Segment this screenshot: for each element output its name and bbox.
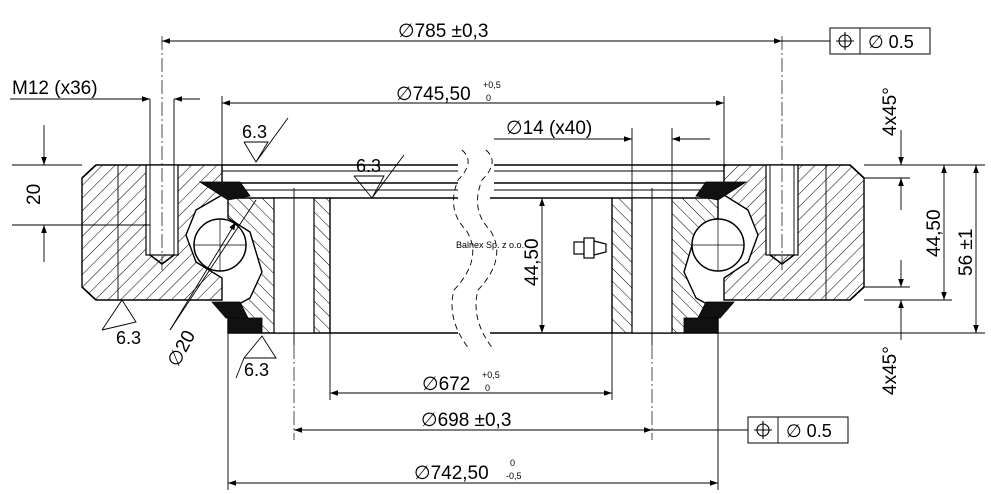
roughness-symbols [101,117,405,379]
dim-hole: ∅14 (x40) [506,118,592,139]
tolerance-zone-top: ∅ 0.5 [868,32,914,52]
roughness-labels: 6.3 6.3 6.3 6.3 [116,122,381,380]
dim-chamfer-bottom: 4x45° [880,346,901,395]
dim-bore: ∅672 [422,374,470,395]
bearing-body [222,149,724,351]
dim-bore-tol-upper: +0,5 [482,370,500,380]
dim-inner-race: ∅745,50 [396,84,471,105]
seals [198,181,748,334]
roughness-top-left: 6.3 [242,122,267,142]
dimension-labels: ∅785 ±0,3 ∅745,50 +0,5 0 M12 (x36) ∅14 (… [12,21,977,484]
roughness-top-center: 6.3 [356,156,381,176]
dim-ball-diameter: ∅20 [164,327,200,370]
tolerance-frame-bottom: ∅ 0.5 [747,416,849,444]
center-lines [161,36,783,440]
right-outer-ring [723,164,865,301]
dim-thread: M12 (x36) [12,78,98,99]
dim-inner-ring-od-tol-upper: 0 [510,458,515,468]
roughness-bottom-center: 6.3 [244,360,269,380]
dimension-lines [10,38,985,490]
position-icon [836,32,854,50]
dim-inner-race-tol-lower: 0 [486,93,491,103]
dim-bore-tol-lower: 0 [485,383,490,393]
tolerance-zone-bottom: ∅ 0.5 [786,421,832,441]
right-inner-ring [611,188,719,345]
dim-total-height: 56 ±1 [956,229,977,276]
watermark: Balnex Sp. z o.o. [456,240,524,250]
dim-inner-height-center: 44,50 [522,238,543,286]
roughness-bottom-left: 6.3 [116,328,141,348]
dim-inner-race-tol-upper: +0,5 [483,80,501,90]
dim-chamfer-top: 4x45° [880,87,901,136]
grease-nipple-icon [573,237,607,259]
dim-inner-ring-od-tol-lower: -0,5 [506,471,522,481]
tolerance-frame-top: ∅ 0.5 [782,27,931,55]
balls [169,199,745,331]
dim-inner-ring-od: ∅742,50 [414,463,489,484]
dim-outer-height: 20 [24,184,45,205]
position-icon [754,421,772,439]
dim-inner-bolt-circle: ∅698 ±0,3 [421,410,511,431]
dim-inner-height-right: 44,50 [924,209,945,257]
dim-outer-bolt-circle: ∅785 ±0,3 [398,21,488,42]
